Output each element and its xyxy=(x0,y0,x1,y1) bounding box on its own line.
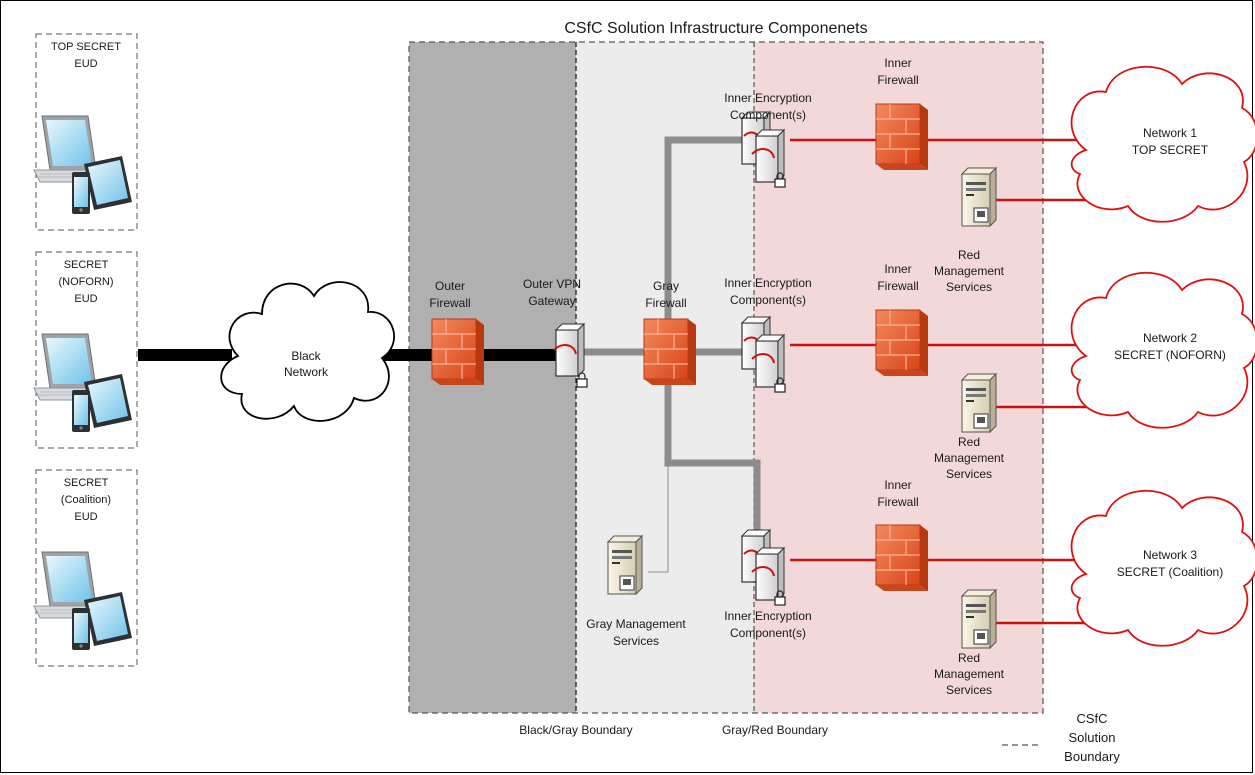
gray-link-top xyxy=(664,136,742,355)
network-3-cloud xyxy=(1070,489,1255,647)
outer-firewall-icon xyxy=(431,318,485,386)
red-management-server-icon-3 xyxy=(961,589,997,649)
network-1-cloud xyxy=(1070,65,1255,223)
csfc-solution-boundary xyxy=(408,41,1044,714)
gray-management-server-icon xyxy=(607,535,643,595)
network-2-cloud xyxy=(1070,271,1255,429)
gray-firewall-icon xyxy=(643,318,697,386)
eud-label-3: SECRET(Coalition)EUD xyxy=(61,477,111,523)
diagram-title: CSfC Solution Infrastructure Componenets xyxy=(564,20,867,37)
inner-firewall-icon-3 xyxy=(875,524,929,592)
gray-management-link xyxy=(648,360,669,573)
red-management-server-icon-1 xyxy=(961,167,997,227)
red-management-server-icon-2 xyxy=(961,373,997,433)
eud-label-2: SECRET(NOFORN)EUD xyxy=(59,259,114,305)
red-links xyxy=(790,138,1100,625)
gray-red-boundary-label: Gray/Red Boundary xyxy=(722,723,828,737)
inner-firewall-icon-2 xyxy=(875,309,929,377)
black-gray-boundary-label: Black/Gray Boundary xyxy=(519,723,632,737)
black-network-cloud xyxy=(220,281,395,422)
inner-firewall-icon-1 xyxy=(875,103,929,171)
